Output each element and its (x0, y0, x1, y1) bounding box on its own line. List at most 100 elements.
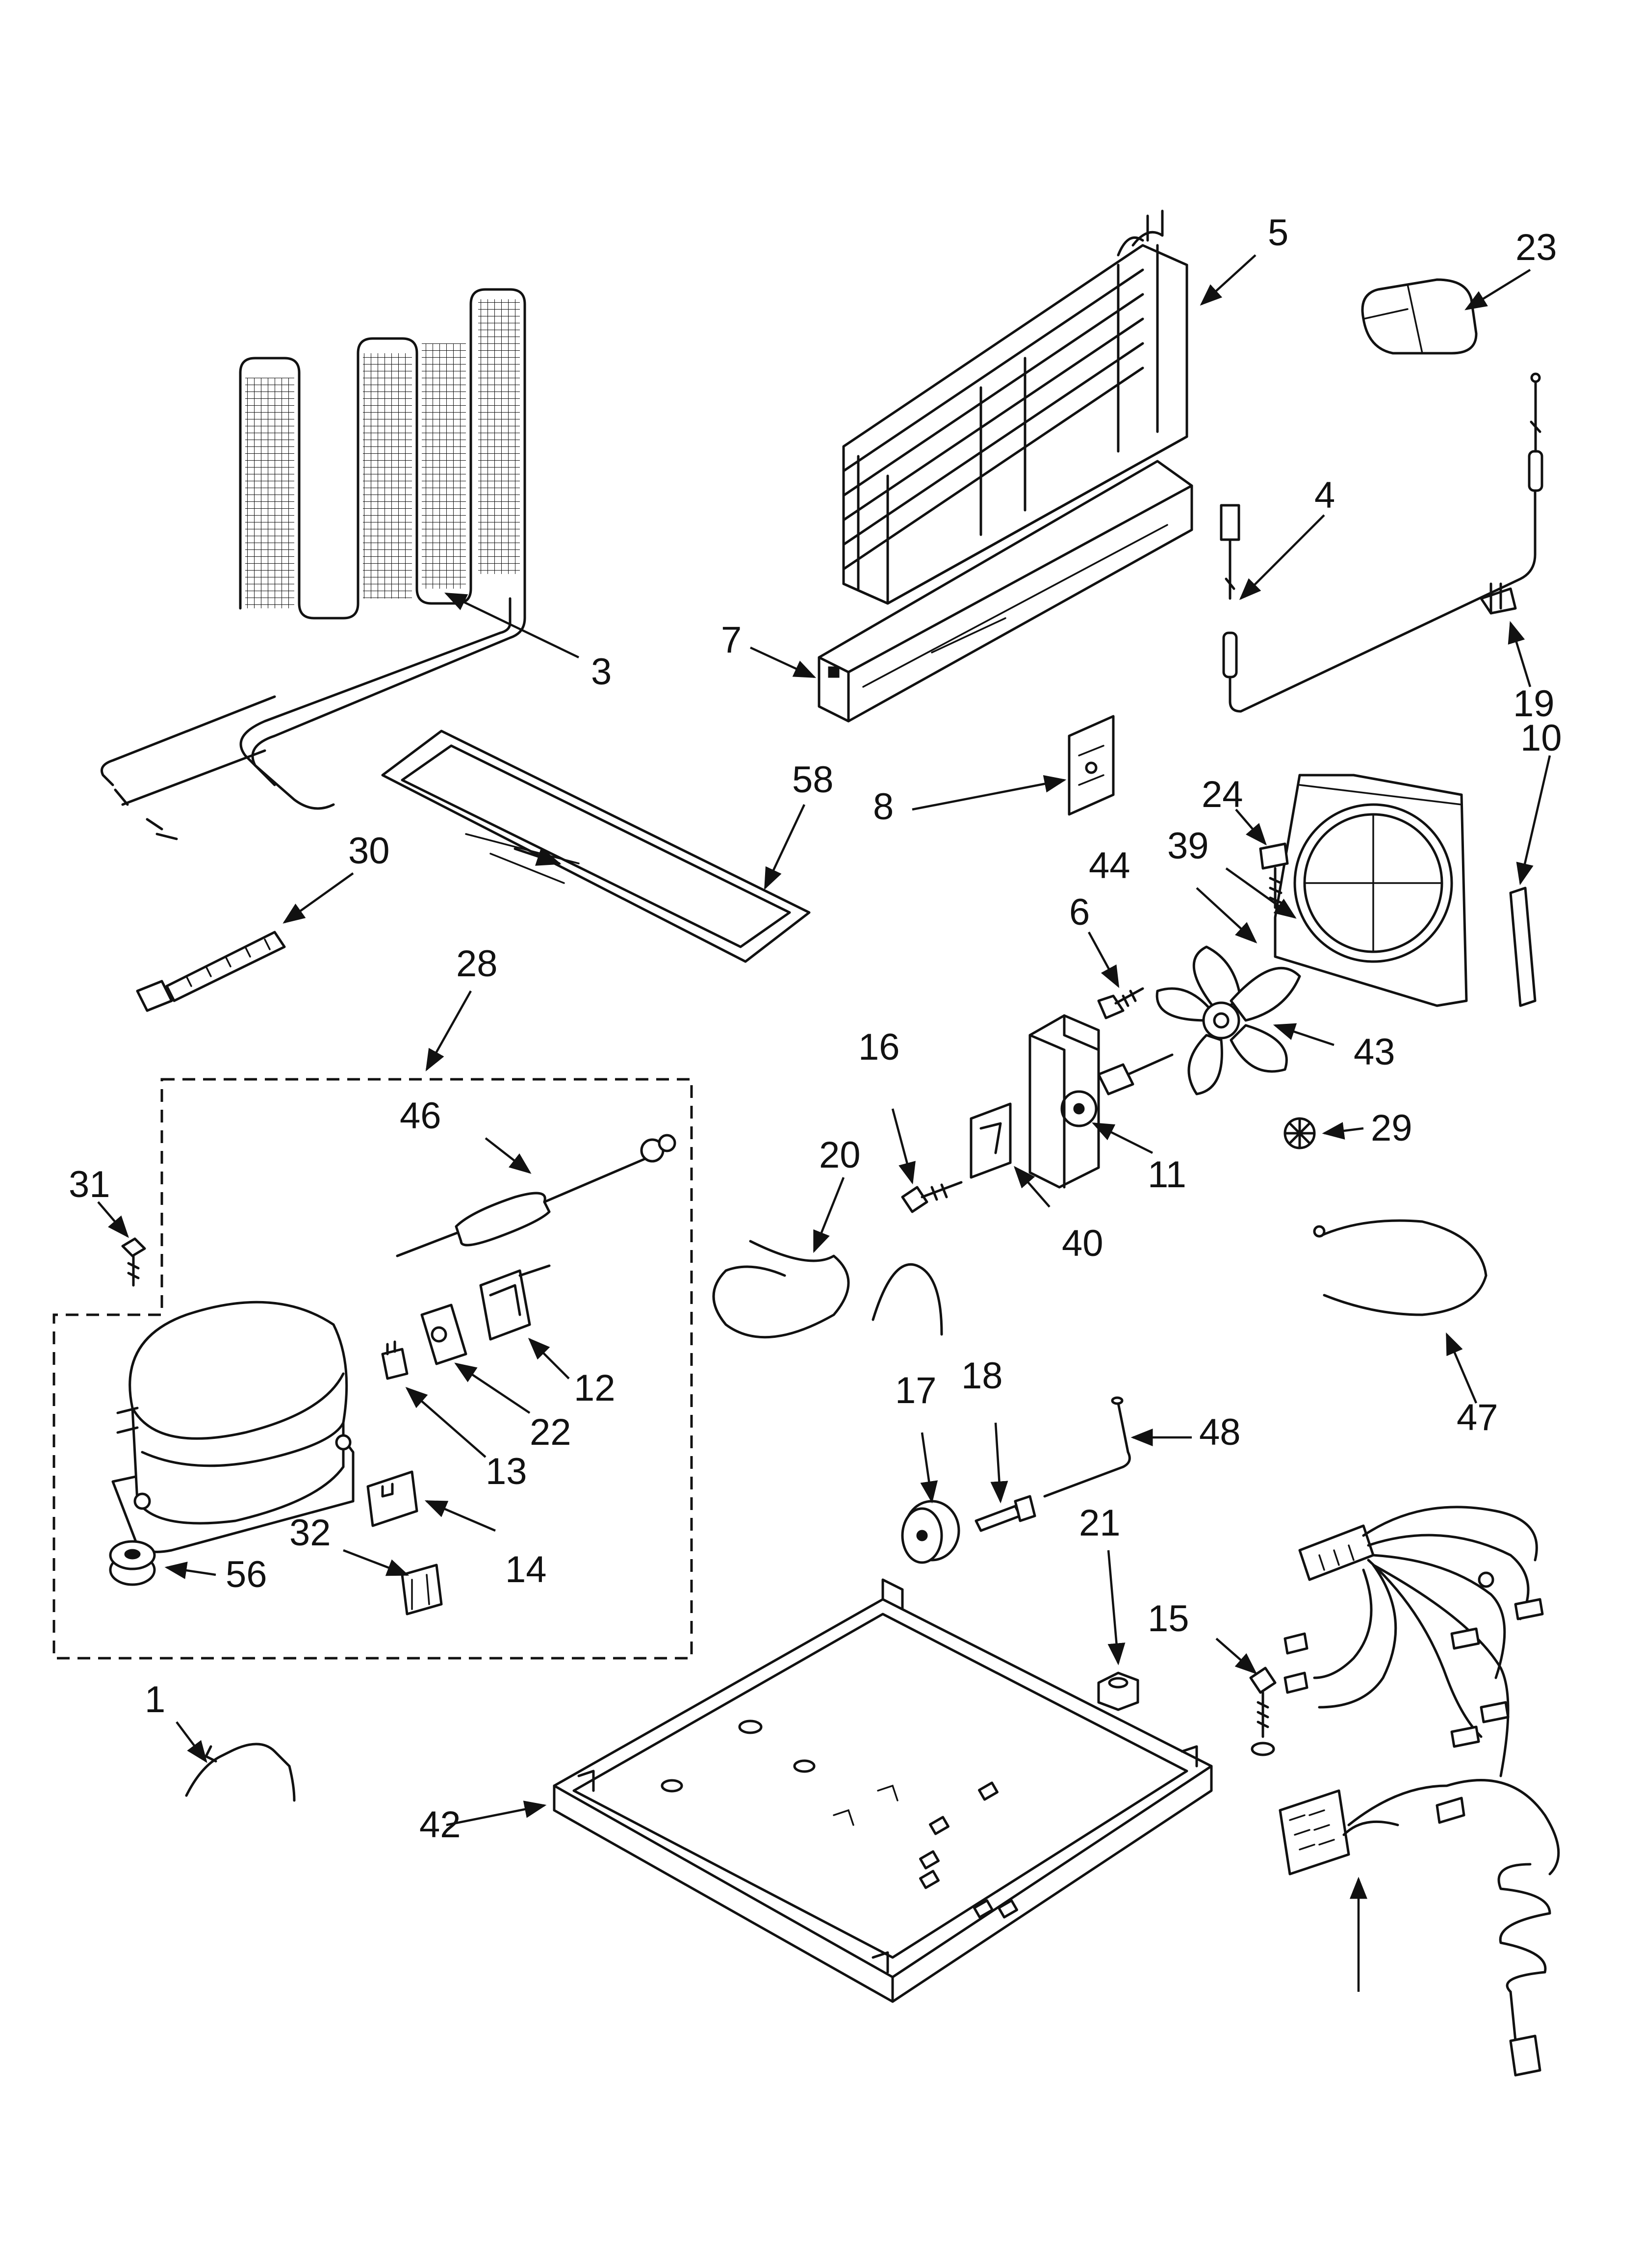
wire-harness (1279, 1506, 1560, 2077)
leader-24 (1235, 808, 1267, 846)
callout-12: 12 (574, 1367, 616, 1409)
cable-tie (136, 931, 286, 1012)
tube-48 (1043, 1396, 1131, 1498)
leader-15 (176, 1721, 207, 1763)
heater-wire (1313, 1219, 1488, 1316)
callout-29: 46 (400, 1095, 441, 1137)
leader-30 (282, 872, 354, 924)
fan-motor (1028, 1014, 1174, 1189)
callout-31: 40 (1062, 1223, 1103, 1264)
drain-trough (818, 460, 1193, 723)
leader-17 (920, 1432, 938, 1504)
callout-39: 39 (1167, 825, 1209, 867)
grommet (1283, 1117, 1316, 1149)
leader-32 (424, 1500, 496, 1532)
mounting-bracket (1068, 715, 1115, 816)
callout-32: 14 (505, 1549, 547, 1590)
callout-1: 42 (419, 1804, 461, 1846)
callout-3: 3 (591, 651, 612, 693)
thermistor-wire (1220, 372, 1543, 713)
callout-6: 6 (1069, 891, 1090, 933)
leader-44 (1196, 887, 1257, 944)
wire-clip (1480, 582, 1517, 615)
callout-7: 7 (721, 619, 742, 661)
leader-3 (444, 592, 579, 659)
leader-40 (1091, 1122, 1154, 1154)
leader-16 (891, 1108, 916, 1185)
leader-56 (1215, 1638, 1257, 1674)
leader-25 (343, 1549, 410, 1576)
drain-pan (381, 730, 811, 963)
compressor (111, 1301, 355, 1553)
fan-blade (1155, 945, 1301, 1095)
leader-6 (1088, 931, 1120, 988)
callout-40: 11 (1148, 1154, 1186, 1196)
leader-18 (990, 1422, 1008, 1504)
leader-21 (1107, 1550, 1126, 1666)
callout-19: 19 (1513, 683, 1555, 725)
callout-44: 44 (1089, 845, 1130, 886)
callout-25: 32 (289, 1512, 331, 1554)
callout-13: 13 (486, 1451, 527, 1492)
callout-58: 58 (792, 759, 834, 801)
callout-11: 29 (1371, 1107, 1412, 1149)
leader-29 (485, 1137, 532, 1174)
callout-8: 8 (873, 786, 894, 828)
leader-22 (454, 1362, 531, 1414)
leader-31 (1014, 1166, 1051, 1208)
callout-17: 17 (895, 1370, 937, 1411)
screw-24 (1259, 842, 1289, 909)
callout-56: 15 (1148, 1598, 1189, 1640)
callout-46: 20 (819, 1134, 861, 1176)
capacitor-32 (366, 1470, 418, 1527)
callout-30: 30 (348, 830, 390, 872)
retaining-clip (185, 1743, 296, 1802)
base-frame (553, 1578, 1213, 2003)
callout-14: 56 (226, 1554, 267, 1595)
callout-15: 1 (145, 1679, 165, 1721)
callout-10: 10 (1520, 717, 1562, 759)
start-relay-22 (420, 1303, 467, 1365)
drain-tube-46 (712, 1240, 943, 1339)
nut-21 (1097, 1671, 1139, 1711)
leader-14 (164, 1562, 216, 1579)
leader-1 (446, 1800, 547, 1826)
condenser-coil (101, 288, 526, 840)
callout-43: 43 (1354, 1031, 1395, 1073)
callout-28: 28 (456, 943, 498, 985)
screw-6 (1097, 987, 1144, 1019)
leader-47 (1445, 1332, 1478, 1404)
callout-22: 22 (530, 1411, 571, 1453)
callout-48: 48 (1199, 1411, 1241, 1453)
evaporator-coil (842, 209, 1188, 605)
leader-23 (1464, 269, 1531, 311)
callout-16: 16 (858, 1026, 900, 1068)
screw-20 (121, 1237, 146, 1287)
callout-5: 5 (1268, 212, 1288, 254)
fan-shroud (1274, 774, 1468, 1007)
leader-12 (528, 1337, 570, 1380)
foam-strip (1509, 886, 1537, 1007)
leader-4 (1239, 514, 1325, 600)
overload-relay-12 (479, 1264, 551, 1341)
leader-58 (764, 804, 806, 890)
connector-25 (401, 1564, 443, 1616)
callout-4: 4 (1314, 474, 1335, 516)
leader-8 (912, 775, 1067, 811)
leader-39 (1225, 867, 1297, 919)
callout-21: 21 (1079, 1502, 1121, 1544)
screw-16 (901, 1181, 963, 1213)
leader-11 (1322, 1122, 1364, 1140)
callout-23: 23 (1515, 227, 1557, 268)
mounting-grommet (109, 1540, 156, 1586)
wheel-17 (901, 1500, 960, 1564)
leader-7 (750, 646, 817, 678)
cover-cap (1361, 278, 1478, 355)
axle-18 (975, 1495, 1036, 1532)
callout-47: 47 (1457, 1397, 1498, 1438)
leader-43 (1273, 1023, 1334, 1046)
leader-19 (1508, 621, 1532, 687)
callout-20: 31 (69, 1164, 110, 1205)
leader-28 (425, 990, 472, 1071)
